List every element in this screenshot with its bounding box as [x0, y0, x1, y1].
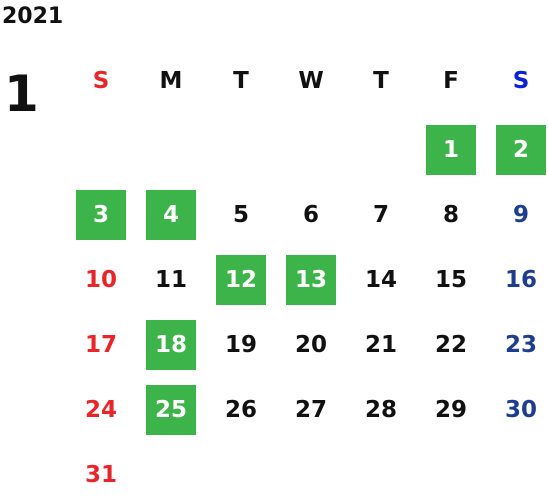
day-cell-5[interactable]: 5: [232, 201, 249, 228]
day-cell-27[interactable]: 27: [294, 396, 327, 423]
day-cell-12[interactable]: 12: [216, 255, 266, 305]
day-cell-2[interactable]: 2: [496, 125, 546, 175]
day-cell-14[interactable]: 14: [364, 266, 397, 293]
day-cell-23[interactable]: 23: [504, 331, 537, 358]
day-cell-18[interactable]: 18: [146, 320, 196, 370]
day-cell-13[interactable]: 13: [286, 255, 336, 305]
day-cell-11[interactable]: 11: [154, 266, 187, 293]
weekday-header-fri: F: [443, 67, 459, 94]
weekday-header-sun: S: [92, 67, 110, 94]
day-cell-10[interactable]: 10: [84, 266, 117, 293]
day-cell-30[interactable]: 30: [504, 396, 537, 423]
day-cell-3[interactable]: 3: [76, 190, 126, 240]
day-cell-24[interactable]: 24: [84, 396, 117, 423]
day-cell-21[interactable]: 21: [364, 331, 397, 358]
weekday-header-wed: W: [298, 67, 324, 94]
day-cell-20[interactable]: 20: [294, 331, 327, 358]
day-cell-16[interactable]: 16: [504, 266, 537, 293]
weekday-header-mon: M: [159, 67, 183, 94]
weekday-header-sat: S: [512, 67, 530, 94]
day-cell-29[interactable]: 29: [434, 396, 467, 423]
day-cell-25[interactable]: 25: [146, 385, 196, 435]
day-cell-1[interactable]: 1: [426, 125, 476, 175]
calendar-year: 2021: [2, 4, 64, 29]
day-cell-17[interactable]: 17: [84, 331, 117, 358]
day-cell-7[interactable]: 7: [372, 201, 389, 228]
day-cell-26[interactable]: 26: [224, 396, 257, 423]
day-cell-31[interactable]: 31: [84, 461, 117, 488]
day-cell-6[interactable]: 6: [302, 201, 319, 228]
day-cell-15[interactable]: 15: [434, 266, 467, 293]
weekday-header-thu: T: [373, 67, 389, 94]
day-cell-28[interactable]: 28: [364, 396, 397, 423]
day-cell-9[interactable]: 9: [512, 201, 529, 228]
calendar-month: 1: [4, 65, 39, 123]
day-cell-19[interactable]: 19: [224, 331, 257, 358]
weekday-header-tue: T: [233, 67, 249, 94]
day-cell-8[interactable]: 8: [442, 201, 459, 228]
day-cell-4[interactable]: 4: [146, 190, 196, 240]
day-cell-22[interactable]: 22: [434, 331, 467, 358]
